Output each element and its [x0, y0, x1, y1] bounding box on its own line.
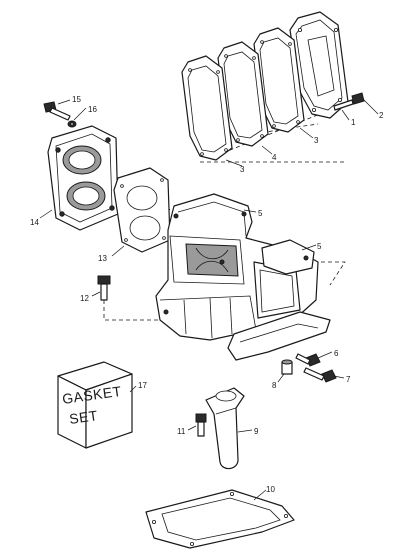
callout-4: 4 — [272, 153, 277, 162]
callout-5-lower: 5 — [317, 242, 322, 251]
callout-2: 2 — [379, 111, 384, 120]
pin-8 — [281, 359, 293, 375]
cover-bolt — [333, 92, 365, 111]
callout-11: 11 — [177, 427, 186, 436]
head-gasket — [113, 167, 171, 253]
callout-6: 6 — [334, 349, 339, 358]
bolt-11 — [195, 413, 207, 437]
gasket-set-box — [57, 361, 133, 449]
callout-3-inner: 3 — [240, 165, 245, 174]
callout-labels: 1 2 3 3 4 5 5 6 7 8 9 10 11 12 13 14 15 … — [30, 95, 384, 494]
base-gasket — [145, 489, 295, 549]
callout-15: 15 — [72, 95, 81, 104]
intake-tube — [205, 387, 245, 470]
callout-17: 17 — [138, 381, 147, 390]
cylinder-head — [47, 125, 119, 231]
bottom-cover — [227, 311, 331, 361]
gasket-box-line2: SET — [68, 407, 99, 427]
callout-3-outer: 3 — [314, 136, 319, 145]
callout-9: 9 — [254, 427, 259, 436]
callout-8: 8 — [272, 381, 277, 390]
callout-7: 7 — [346, 375, 351, 384]
callout-16: 16 — [88, 105, 97, 114]
gasket-plate-inner — [181, 55, 233, 161]
callout-12: 12 — [80, 294, 89, 303]
cylinder-block — [155, 193, 319, 341]
callout-14: 14 — [30, 218, 39, 227]
bolt-6 — [295, 353, 321, 367]
callout-10: 10 — [266, 485, 275, 494]
bolt-12 — [97, 275, 111, 301]
callout-13: 13 — [98, 254, 107, 263]
bolt-7 — [303, 367, 337, 383]
callout-5-block: 5 — [258, 209, 263, 218]
head-bolt — [43, 101, 77, 128]
callout-1: 1 — [351, 118, 356, 127]
callout-leaders — [39, 99, 379, 501]
